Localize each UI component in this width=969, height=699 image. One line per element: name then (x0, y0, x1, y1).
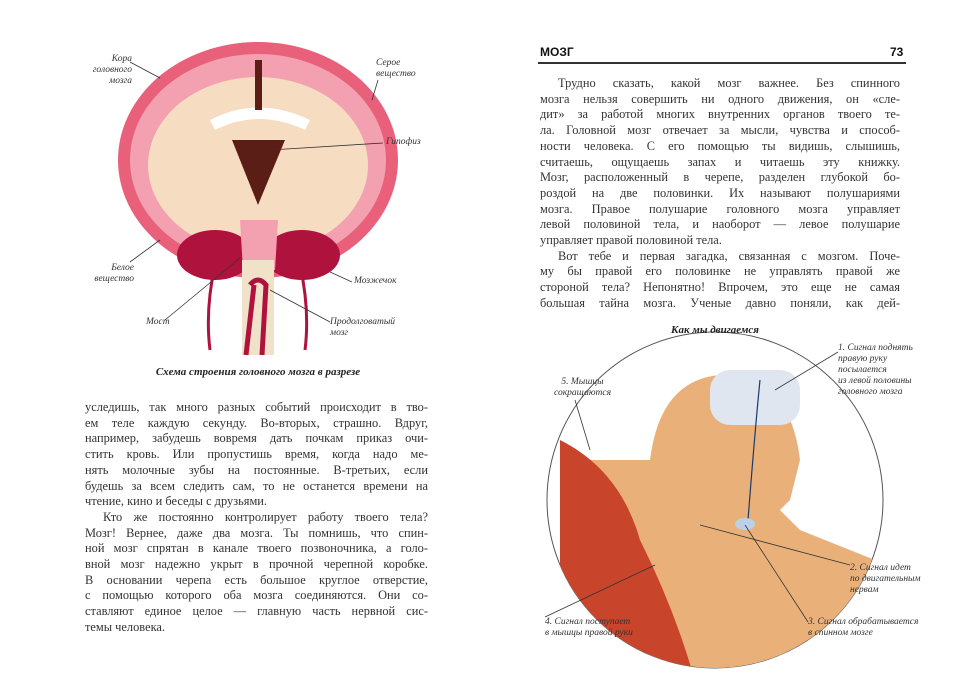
text-line: ной мозг спрятан в канале твоего позвоно… (85, 541, 428, 556)
text-line: му бы правой его половинке не управлять … (540, 264, 900, 279)
figure-caption-movement: Как мы двигаемся (671, 324, 759, 336)
label-line: Белое (111, 263, 134, 273)
running-head: МОЗГ (540, 45, 574, 59)
text-line: ла. Головной мозг отвечает за мысли, чув… (540, 123, 900, 138)
text-line: стороной тела? Непонятно! Впрочем, это е… (540, 280, 900, 295)
label-line: головного мозга (838, 387, 903, 397)
text-line: например, забудешь вовремя дать почкам п… (85, 431, 428, 446)
text-line: Мозг, расположенный в черепе, разделен г… (540, 170, 900, 185)
text-line: Кто же постоянно контролирует работу тво… (103, 509, 428, 524)
text-line: ставляют единое целое — главную часть не… (85, 604, 428, 619)
label-line: в мышцы правой руки (545, 628, 633, 638)
label-line: из левой половины (838, 376, 912, 386)
header-rule (538, 62, 906, 64)
label-line: 3. Сигнал обрабатывается (808, 617, 919, 627)
text-line: нять молочные зубы на постоянные. В-трет… (85, 462, 428, 477)
text-line: управляет правой половиной тела. (540, 233, 722, 248)
label-line: правую руку (838, 354, 888, 364)
text-line: мозга. Правое полушарие головного мозга … (540, 201, 900, 216)
text-line: считаешь, ощущаешь запах и читаешь эту к… (540, 154, 900, 169)
text-line: темы человека. (85, 619, 165, 634)
label-line: 1. Сигнал поднять (838, 343, 913, 353)
label-line: мозг (330, 328, 349, 338)
label-step-5: 5. Мышцы сокращаются (545, 377, 620, 399)
text-line: уследишь, так много разных событий проис… (85, 400, 428, 414)
label-line: сокращаются (553, 388, 612, 398)
text-line: В основании черепа есть большое круглое … (85, 572, 428, 587)
label-step-2: 2. Сигнал идет по двигательным нервам (850, 563, 921, 596)
label-line: головного (92, 65, 132, 75)
label-line: Серое (376, 58, 401, 68)
label-pituitary: Гипофиз (386, 137, 421, 147)
label-line: посылается (838, 365, 887, 375)
text-line: левой половиной тела, и наоборот — левое… (540, 217, 900, 232)
text-line: с помощью которого оба мозга соединяются… (85, 588, 428, 603)
page-number: 73 (890, 45, 904, 59)
label-pons: Мост (146, 317, 170, 327)
label-line: вещество (376, 69, 416, 79)
label-line: Продолговатый (330, 317, 396, 327)
label-cortex: Кора головного мозга (92, 54, 132, 87)
label-line: 5. Мышцы (561, 377, 604, 387)
text-line: будешь за всем следить сам, то не остане… (85, 478, 428, 493)
text-line: Мозг! Вернее, даже два мозга. Ты помнишь… (85, 525, 428, 540)
label-line: нервам (850, 585, 879, 595)
label-cerebellum: Мозжечок (354, 276, 397, 286)
label-line: в спинном мозге (808, 628, 873, 638)
text-line: стить кровь. Или пропустишь время, когда… (85, 447, 428, 462)
text-line: большая тайна мозга. Ученые давно поняли… (540, 295, 900, 310)
label-line: по двигательным (850, 574, 921, 584)
right-page-text: Трудно сказать, какой мозг важнее. Без с… (540, 76, 900, 312)
label-line: вещество (94, 274, 134, 284)
text-line: чтение, кино и беседы с друзьями. (85, 494, 268, 509)
label-medulla: Продолговатый мозг (330, 317, 395, 339)
label-step-1: 1. Сигнал поднять правую руку посылается… (838, 343, 913, 398)
label-line: мозга (109, 76, 132, 86)
text-line: вной мозг надежно укрыт в прочной черепн… (85, 557, 428, 572)
text-line: дит» за работой многих внутренних органо… (540, 107, 900, 122)
label-white-matter: Белое вещество (92, 263, 134, 285)
text-line: роздой на две половинки. Их называют пол… (540, 185, 900, 200)
text-line: ем теле каждую секунду. Во-вторых, страш… (85, 415, 428, 430)
left-page-text: уследишь, так много разных событий проис… (85, 400, 428, 636)
label-line: Кора (111, 54, 132, 64)
text-line: Вот тебе и первая загадка, связанная с м… (558, 248, 900, 263)
label-line: 2. Сигнал идет (850, 563, 911, 573)
text-line: Трудно сказать, какой мозг важнее. Без с… (558, 76, 900, 90)
text-line: ности человека. С его помощью ты видишь,… (540, 138, 900, 153)
label-line: 4. Сигнал поступает (545, 617, 631, 627)
brain-section-illustration (118, 42, 398, 356)
figure-caption-brain: Схема строения головного мозга в разрезе (155, 366, 361, 378)
label-step-4: 4. Сигнал поступает в мышцы правой руки (545, 617, 633, 639)
text-line: мозга нельзя совершить ни одного движени… (540, 91, 900, 106)
label-gray-matter: Серое вещество (376, 58, 416, 80)
label-step-3: 3. Сигнал обрабатывается в спинном мозге (808, 617, 918, 639)
